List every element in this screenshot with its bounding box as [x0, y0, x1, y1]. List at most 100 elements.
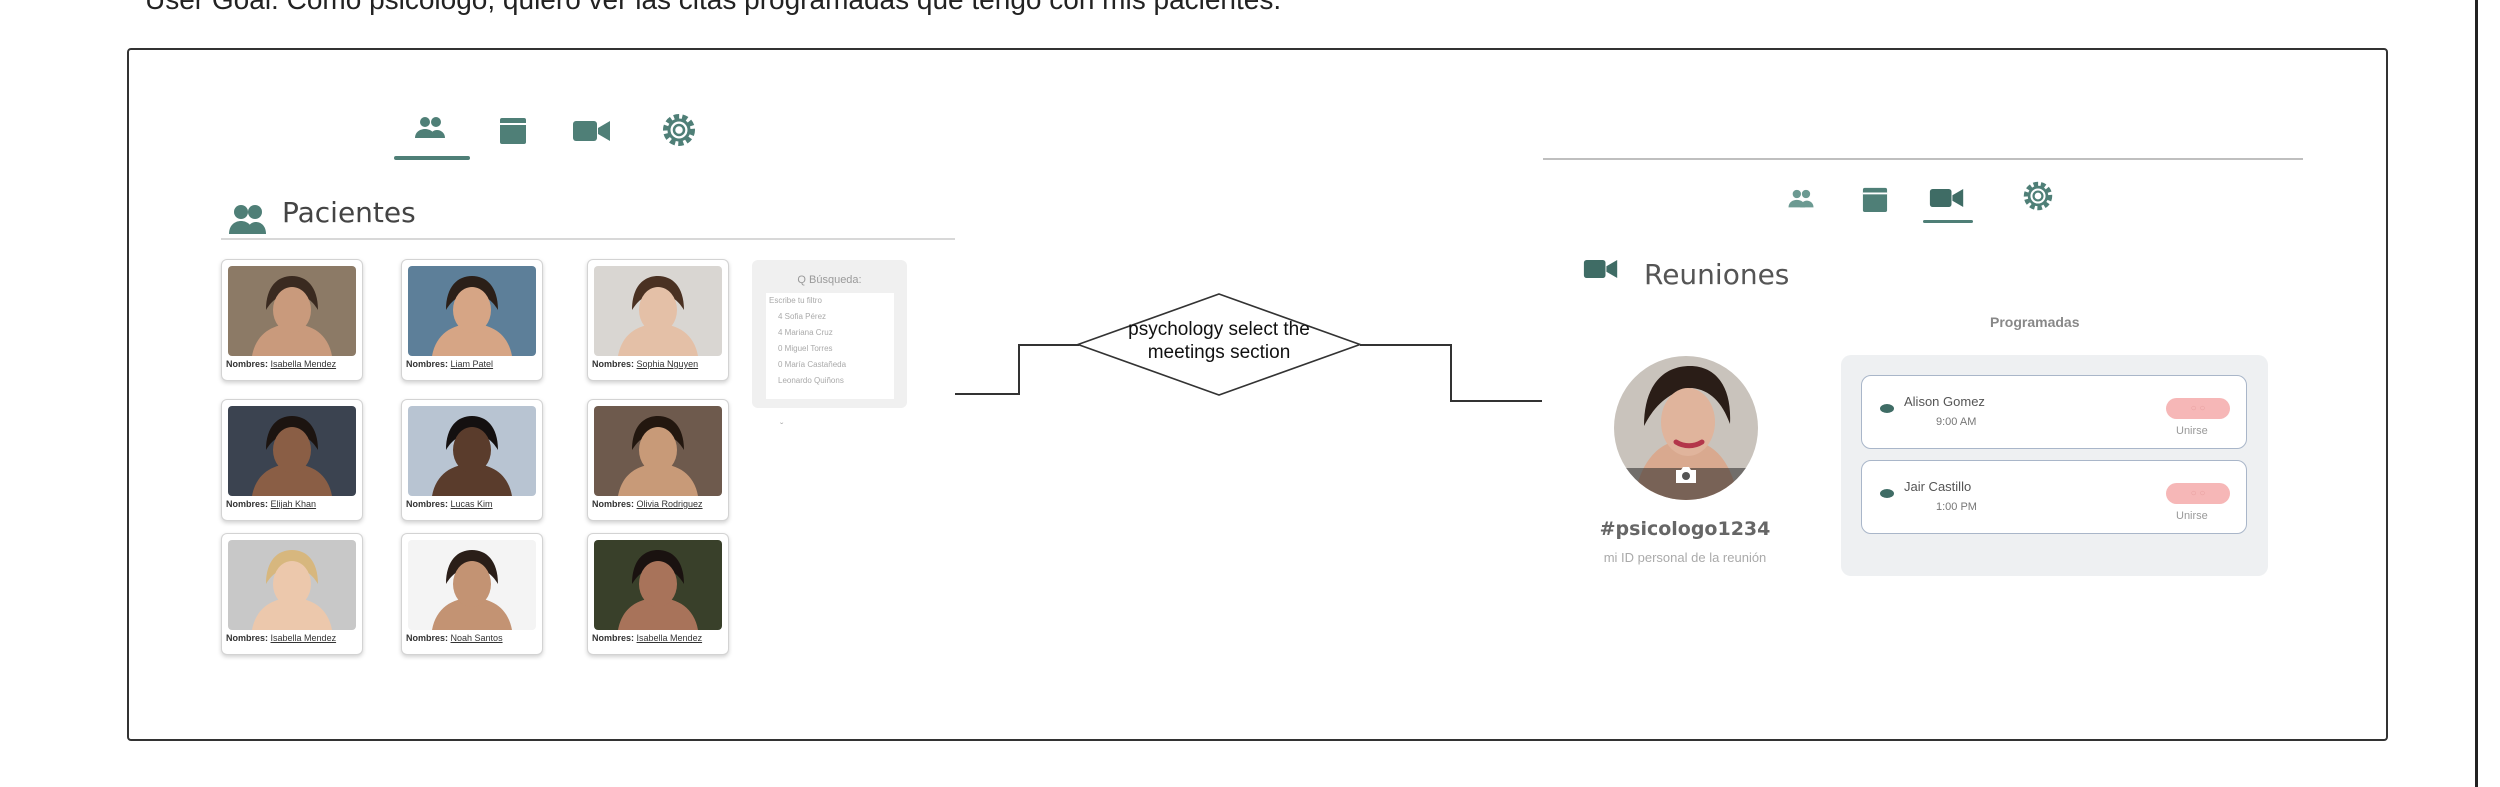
- camera-icon[interactable]: [1674, 465, 1698, 490]
- patient-photo: [594, 540, 722, 630]
- patient-label: Nombres:: [226, 499, 269, 509]
- calendar-icon[interactable]: [1862, 185, 1888, 213]
- patient-name[interactable]: Isabella Mendez: [270, 633, 337, 643]
- meeting-card: Jair Castillo 1:00 PM ○ ○ Unirse: [1861, 460, 2247, 534]
- patient-card[interactable]: Nombres: Liam Patel: [401, 259, 543, 381]
- patient-photo: [228, 406, 356, 496]
- join-button[interactable]: Unirse: [2176, 425, 2208, 437]
- patient-label: Nombres:: [592, 359, 635, 369]
- patient-caption: Nombres: Noah Santos: [406, 633, 538, 643]
- patient-name[interactable]: Noah Santos: [450, 633, 503, 643]
- meeting-name: Jair Castillo: [1904, 479, 1972, 494]
- status-badge: ○ ○: [2166, 483, 2230, 504]
- patient-label: Nombres:: [406, 359, 449, 369]
- reuniones-icon: [1583, 258, 1619, 285]
- section-title-pacientes: Pacientes: [282, 196, 416, 229]
- people-icon[interactable]: [414, 116, 446, 140]
- calendar-icon[interactable]: [499, 115, 527, 145]
- search-panel: Q Búsqueda: Escribe tu filtro 4 Sofia Pé…: [752, 260, 907, 408]
- patient-caption: Nombres: Lucas Kim: [406, 499, 538, 509]
- patient-name[interactable]: Sophia Nguyen: [636, 359, 699, 369]
- patient-caption: Nombres: Isabella Mendez: [226, 633, 358, 643]
- video-icon[interactable]: [1929, 187, 1965, 209]
- gear-icon[interactable]: [2022, 180, 2054, 212]
- status-dot-icon: [1880, 404, 1894, 413]
- decision-text: psychology select the meetings section: [1128, 319, 1310, 363]
- patient-card[interactable]: Nombres: Lucas Kim: [401, 399, 543, 521]
- connector-line: [1018, 344, 1079, 346]
- decision-diamond: [1077, 293, 1361, 396]
- list-item[interactable]: 0 Miguel Torres: [778, 344, 833, 353]
- join-button[interactable]: Unirse: [2176, 510, 2208, 522]
- patient-caption: Nombres: Elijah Khan: [226, 499, 358, 509]
- patient-card[interactable]: Nombres: Sophia Nguyen: [587, 259, 729, 381]
- patient-label: Nombres:: [226, 359, 269, 369]
- patient-card[interactable]: Nombres: Isabella Mendez: [221, 533, 363, 655]
- patient-label: Nombres:: [406, 499, 449, 509]
- search-input[interactable]: Escribe tu filtro: [769, 296, 822, 305]
- meeting-card: Alison Gomez 9:00 AM ○ ○ Unirse: [1861, 375, 2247, 449]
- patient-photo: [594, 406, 722, 496]
- scheduled-title: Programadas: [1990, 314, 2080, 330]
- status-badge: ○ ○: [2166, 398, 2230, 419]
- patient-photo: [228, 266, 356, 356]
- patient-caption: Nombres: Sophia Nguyen: [592, 359, 724, 369]
- patient-caption: Nombres: Isabella Mendez: [592, 633, 724, 643]
- scheduled-meetings-panel: Alison Gomez 9:00 AM ○ ○ Unirse Jair Cas…: [1841, 355, 2268, 576]
- user-goal-text: User Goal: Como psicologo, quiero ver la…: [145, 0, 1281, 16]
- patient-photo: [408, 540, 536, 630]
- patient-label: Nombres:: [406, 633, 449, 643]
- patient-name[interactable]: Liam Patel: [450, 359, 494, 369]
- video-icon[interactable]: [572, 119, 612, 143]
- meeting-name: Alison Gomez: [1904, 394, 1985, 409]
- patient-caption: Nombres: Isabella Mendez: [226, 359, 358, 369]
- patient-label: Nombres:: [226, 633, 269, 643]
- list-item[interactable]: 0 María Castañeda: [778, 360, 847, 369]
- list-item[interactable]: 4 Mariana Cruz: [778, 328, 833, 337]
- search-results-list: Escribe tu filtro 4 Sofia Pérez 4 Marian…: [766, 293, 894, 399]
- diagram-frame: [127, 48, 2388, 741]
- patient-photo: [408, 266, 536, 356]
- patient-card[interactable]: Nombres: Isabella Mendez: [221, 259, 363, 381]
- patient-name[interactable]: Olivia Rodriguez: [636, 499, 703, 509]
- patient-card[interactable]: Nombres: Olivia Rodriguez: [587, 399, 729, 521]
- patient-card[interactable]: Nombres: Isabella Mendez: [587, 533, 729, 655]
- list-item[interactable]: Leonardo Quiñons: [778, 376, 844, 385]
- patient-label: Nombres:: [592, 633, 635, 643]
- connector-line: [1450, 344, 1452, 402]
- right-border-line: [2475, 0, 2478, 787]
- connector-line: [1360, 344, 1452, 346]
- profile-subtitle: mi ID personal de la reunión: [1603, 550, 1767, 565]
- section-separator: [221, 238, 955, 240]
- active-tab-indicator: [1923, 220, 1973, 223]
- badge-text: ○ ○: [2190, 403, 2206, 414]
- patient-caption: Nombres: Liam Patel: [406, 359, 538, 369]
- patient-photo: [228, 540, 356, 630]
- patient-name[interactable]: Elijah Khan: [270, 499, 317, 509]
- status-dot-icon: [1880, 489, 1894, 498]
- top-separator: [1543, 158, 2303, 160]
- patient-card[interactable]: Nombres: Noah Santos: [401, 533, 543, 655]
- gear-icon[interactable]: [661, 112, 697, 148]
- patient-name[interactable]: Isabella Mendez: [636, 633, 703, 643]
- patient-name[interactable]: Isabella Mendez: [270, 359, 337, 369]
- caret-mark: ˇ: [780, 422, 784, 433]
- patient-caption: Nombres: Olivia Rodriguez: [592, 499, 724, 509]
- pacientes-icon: [229, 203, 267, 240]
- active-tab-indicator: [394, 156, 470, 160]
- connector-line: [955, 393, 1020, 395]
- meeting-time: 1:00 PM: [1936, 501, 1977, 513]
- patient-name[interactable]: Lucas Kim: [450, 499, 493, 509]
- search-title: Q Búsqueda:: [797, 274, 862, 286]
- patient-label: Nombres:: [592, 499, 635, 509]
- badge-text: ○ ○: [2190, 488, 2206, 499]
- section-title-reuniones: Reuniones: [1644, 258, 1790, 291]
- list-item[interactable]: 4 Sofia Pérez: [778, 312, 827, 321]
- patient-photo: [408, 406, 536, 496]
- connector-line: [1018, 344, 1020, 395]
- patient-photo: [594, 266, 722, 356]
- patient-card[interactable]: Nombres: Elijah Khan: [221, 399, 363, 521]
- profile-id: #psicologo1234: [1599, 518, 1771, 540]
- people-icon[interactable]: [1787, 189, 1815, 209]
- meeting-time: 9:00 AM: [1936, 416, 1977, 428]
